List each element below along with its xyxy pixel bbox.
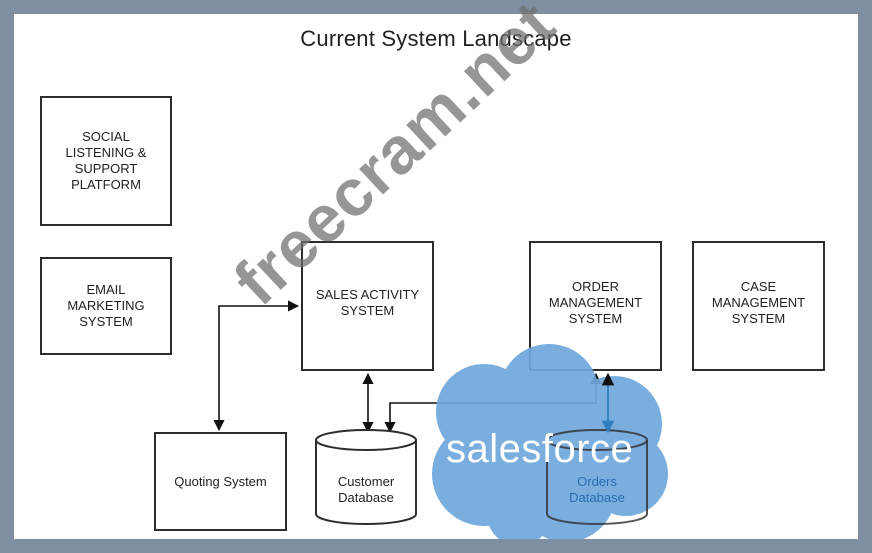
email-marketing-box: EMAIL MARKETING SYSTEM: [40, 257, 172, 355]
quoting-system-label: Quoting System: [174, 473, 267, 489]
case-management-box: CASE MANAGEMENT SYSTEM: [692, 241, 825, 371]
order-management-label: ORDER MANAGEMENT SYSTEM: [548, 279, 643, 326]
social-listening-box: SOCIAL LISTENING & SUPPORT PLATFORM: [40, 96, 172, 226]
orders-database-cylinder: [546, 429, 648, 525]
salesforce-logo-text: salesforce: [446, 427, 634, 471]
quoting-sales-connector: [213, 300, 300, 432]
customer-database-label: Customer Database: [337, 474, 395, 505]
orders-database-label: Orders Database: [569, 474, 625, 505]
email-marketing-label: EMAIL MARKETING SYSTEM: [67, 282, 145, 329]
sales-activity-label: SALES ACTIVITY SYSTEM: [315, 287, 420, 318]
quoting-system-box: Quoting System: [154, 432, 287, 531]
diagram-connectors: [213, 300, 668, 539]
social-listening-label: SOCIAL LISTENING & SUPPORT PLATFORM: [65, 129, 147, 192]
case-management-label: CASE MANAGEMENT SYSTEM: [711, 279, 806, 326]
customer-database-cylinder: [315, 429, 417, 525]
diagram-canvas: Current System Landscape SOCIAL LISTENIN…: [14, 0, 858, 539]
diagram-title: Current System Landscape: [300, 26, 572, 51]
sales-activity-box: SALES ACTIVITY SYSTEM: [301, 241, 434, 371]
